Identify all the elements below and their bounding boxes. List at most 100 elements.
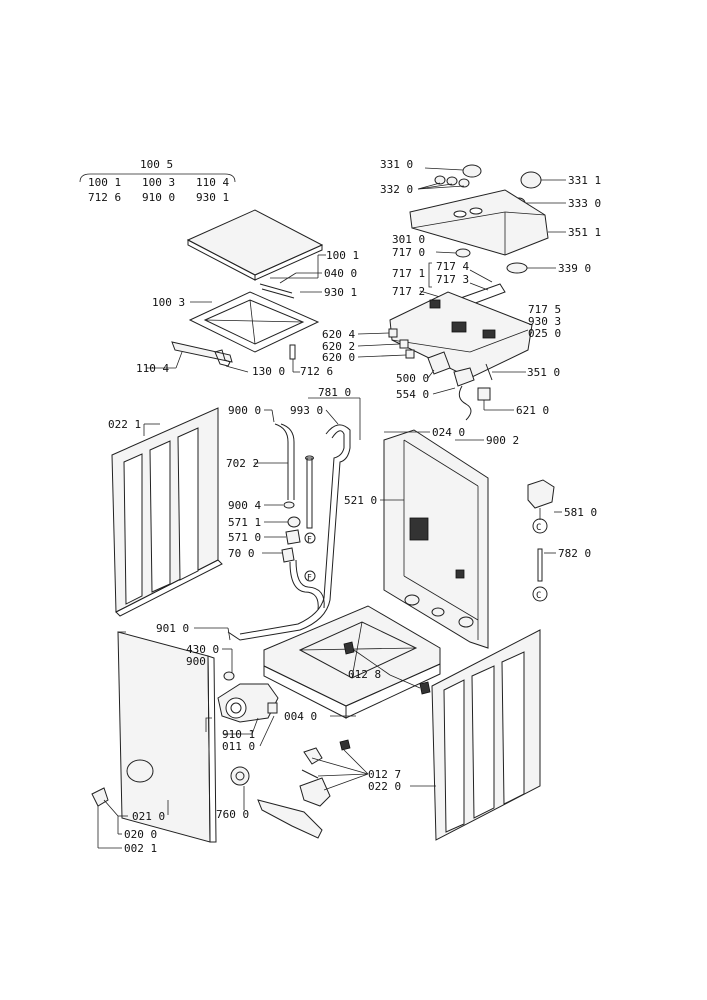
kit-row2-c: 930 1 (196, 191, 229, 204)
part-5000 (427, 351, 451, 375)
hinge-bar-0400 (259, 283, 293, 294)
label-9000: 900 0 (228, 404, 261, 417)
label-3320: 332 0 (380, 183, 413, 196)
right-small-parts-group: C 581 0 C 782 0 (527, 479, 597, 602)
panel-rib-2 (149, 440, 171, 593)
fill-hose-7022 (274, 423, 289, 500)
label-3311: 331 1 (568, 174, 601, 187)
label-0250: 025 0 (528, 327, 561, 340)
panel-rib-3 (177, 427, 199, 581)
label-5000: 500 0 (396, 372, 429, 385)
label-0127: 012 7 (368, 768, 401, 781)
label-3330: 333 0 (568, 197, 601, 210)
left-side-panel-group: 022 1 (108, 407, 223, 617)
label-7173: 717 3 (436, 273, 469, 286)
label-7171: 717 1 (392, 267, 425, 280)
part-6202 (399, 339, 409, 349)
latch-1300 (214, 349, 231, 367)
label-9303: 930 3 (528, 315, 561, 328)
foot-0128-a (343, 641, 355, 655)
pipe-vertical (306, 457, 313, 529)
base-0040 (263, 605, 441, 707)
label-7600: 760 0 (216, 808, 249, 821)
right-side-panel-group: 012 7 022 0 (368, 629, 541, 841)
part-3390 (506, 262, 528, 274)
marker-f-1 (304, 532, 316, 544)
knob-3311 (520, 171, 542, 189)
label-0200: 020 0 (124, 828, 157, 841)
label-5210: 521 0 (344, 494, 377, 507)
panel-rib-5 (471, 665, 495, 819)
top-frame (188, 291, 320, 353)
label-7170: 717 0 (392, 246, 425, 259)
label-0400: 040 0 (324, 267, 357, 280)
panel-rib-4 (443, 679, 465, 833)
label-0221: 022 1 (108, 418, 141, 431)
front-panel-group: 021 0 (117, 631, 217, 843)
top-lid-edge-2 (254, 244, 323, 281)
drain-hose-9930 (227, 424, 351, 641)
label-6200: 620 0 (322, 351, 355, 364)
svg-text:C: C (536, 523, 541, 533)
label-6204: 620 4 (322, 328, 355, 341)
kit-row2-b: 910 0 (142, 191, 175, 204)
valve-5710 (285, 529, 301, 545)
label-7022: 702 2 (226, 457, 259, 470)
kit-row1-c: 110 4 (196, 176, 229, 189)
pump-group: 901 0 430 0 900 910 1 011 0 (156, 622, 279, 753)
panel-rib-6 (501, 651, 525, 805)
part-5540 (453, 367, 475, 387)
label-3310: 331 0 (380, 158, 413, 171)
dispenser-drawer (257, 799, 323, 839)
top-lid-group: 100 1 040 0 930 1 100 3 110 4 130 0 712 … (136, 209, 359, 378)
label-5540: 554 0 (396, 388, 429, 401)
hoses-group: 781 0 900 0 993 0 702 2 900 4 571 1 571 … (226, 386, 361, 641)
bracket-717 (428, 262, 432, 288)
svg-text:C: C (536, 591, 541, 601)
label-9301: 930 1 (324, 286, 357, 299)
top-lid-panel (186, 209, 324, 276)
hinge-0200 (91, 787, 109, 807)
marker-f-2 (304, 570, 316, 582)
knob-3320-c (434, 175, 446, 185)
label-3010: 301 0 (392, 233, 425, 246)
base-group: 004 0 012 8 (263, 605, 441, 723)
kit-row1-a: 100 1 (88, 176, 121, 189)
label-900: 900 (186, 655, 206, 668)
label-7172: 717 2 (392, 285, 425, 298)
panel-rib-1 (123, 453, 143, 605)
control-housing (389, 291, 533, 379)
kit-list-header: 100 5 100 1 100 3 110 4 712 6 910 0 930 … (79, 158, 236, 204)
pin-7126 (289, 344, 296, 360)
part-5810 (527, 479, 555, 509)
kit-brace (79, 173, 236, 183)
label-6202: 620 2 (322, 340, 355, 353)
label-9930: 993 0 (290, 404, 323, 417)
ring-4300 (223, 671, 235, 681)
kit-row1-b: 100 3 (142, 176, 175, 189)
part-6210 (477, 387, 491, 401)
part-6204 (388, 328, 398, 338)
door-opening (126, 759, 154, 783)
label-0220: 022 0 (368, 780, 401, 793)
marker-c-2 (532, 586, 548, 602)
svg-text:F: F (307, 535, 312, 544)
label-4300: 430 0 (186, 643, 219, 656)
label-1104: 110 4 (136, 362, 169, 375)
label-6210: 621 0 (516, 404, 549, 417)
label-0201: 002 1 (124, 842, 157, 855)
label-700: 70 0 (228, 547, 255, 560)
part-dispenser-d (299, 777, 331, 807)
knob-3310 (462, 164, 482, 178)
knob-3320-b (458, 178, 470, 188)
label-7126: 712 6 (300, 365, 333, 378)
label-0040: 004 0 (284, 710, 317, 723)
clip-9004 (283, 501, 295, 509)
rod-7820 (537, 548, 543, 582)
label-9101: 910 1 (222, 728, 255, 741)
kit-row2-a: 712 6 (88, 191, 121, 204)
label-7820: 782 0 (558, 547, 591, 560)
bracket-5210 (409, 517, 429, 541)
part-3510 (485, 363, 493, 381)
